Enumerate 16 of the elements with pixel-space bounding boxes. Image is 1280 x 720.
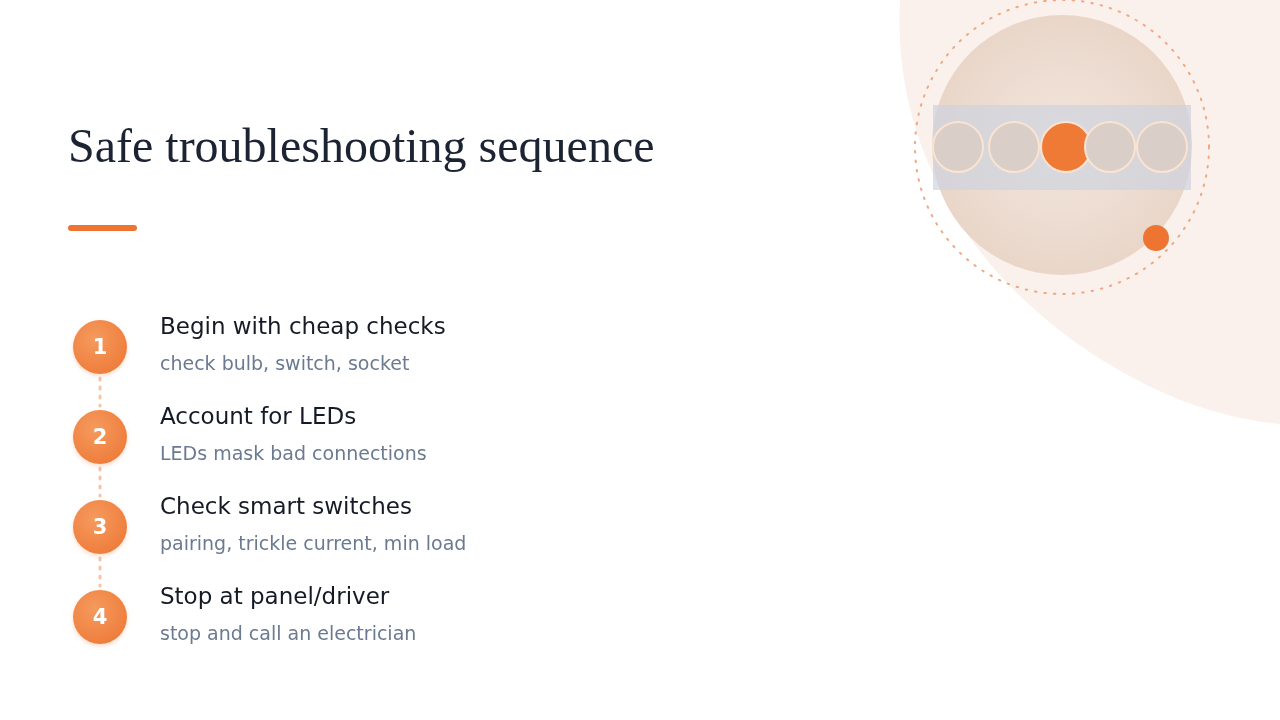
step-heading: Begin with cheap checks xyxy=(160,313,446,339)
step-description: stop and call an electrician xyxy=(160,622,417,644)
step-heading: Account for LEDs xyxy=(160,403,357,429)
dotted-connector xyxy=(98,466,102,498)
step-description: LEDs mask bad connections xyxy=(160,442,427,464)
step-heading: Check smart switches xyxy=(160,493,412,519)
title: Safe troubleshooting sequence xyxy=(68,118,655,173)
step-number-circle: 2 xyxy=(73,410,127,464)
step-heading: Stop at panel/driver xyxy=(160,583,390,609)
step-number-circle: 1 xyxy=(73,320,127,374)
step-description: check bulb, switch, socket xyxy=(160,352,410,374)
step-number-circle: 4 xyxy=(73,590,127,644)
dotted-connector xyxy=(98,556,102,588)
step-number-circle: 3 xyxy=(73,500,127,554)
step-description: pairing, trickle current, min load xyxy=(160,532,467,554)
dotted-connector xyxy=(98,376,102,408)
